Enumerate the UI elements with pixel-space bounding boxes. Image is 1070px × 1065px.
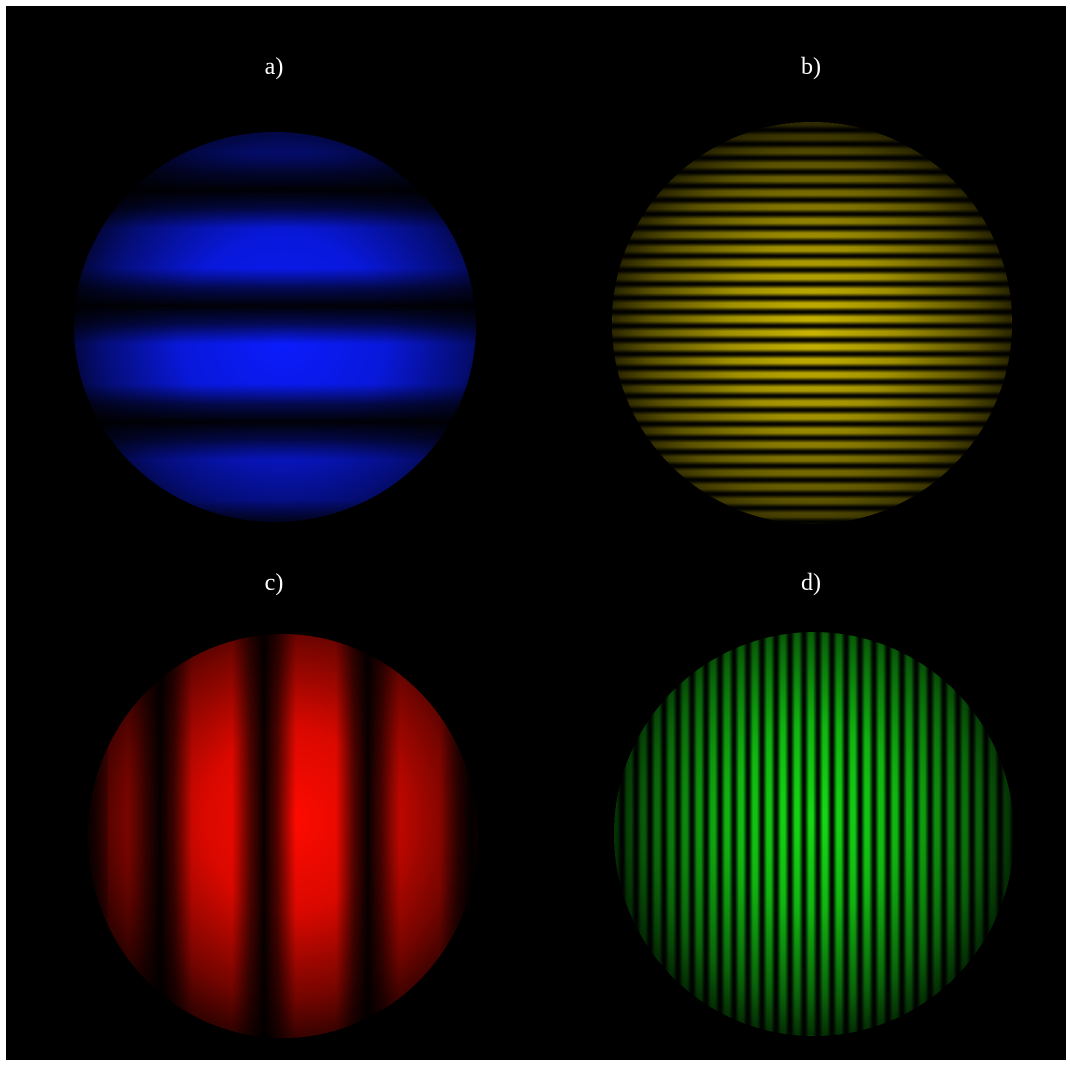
blue-horizontal-fringe-pattern xyxy=(74,132,476,522)
figure-canvas: a) b) c) d) xyxy=(6,6,1066,1060)
panel-a-label: a) xyxy=(264,54,284,80)
panel-c-label: c) xyxy=(264,570,284,596)
panel-d-label: d) xyxy=(801,570,821,596)
fringe-stripes xyxy=(88,634,478,1038)
panel-b-label: b) xyxy=(801,54,821,80)
green-fine-vertical-fringe-pattern xyxy=(614,632,1014,1036)
fringe-stripes xyxy=(74,132,476,522)
red-vertical-fringe-pattern xyxy=(88,634,478,1038)
yellow-fine-horizontal-fringe-pattern xyxy=(612,122,1012,524)
fringe-stripes xyxy=(614,632,1014,1036)
fringe-stripes xyxy=(612,122,1012,524)
